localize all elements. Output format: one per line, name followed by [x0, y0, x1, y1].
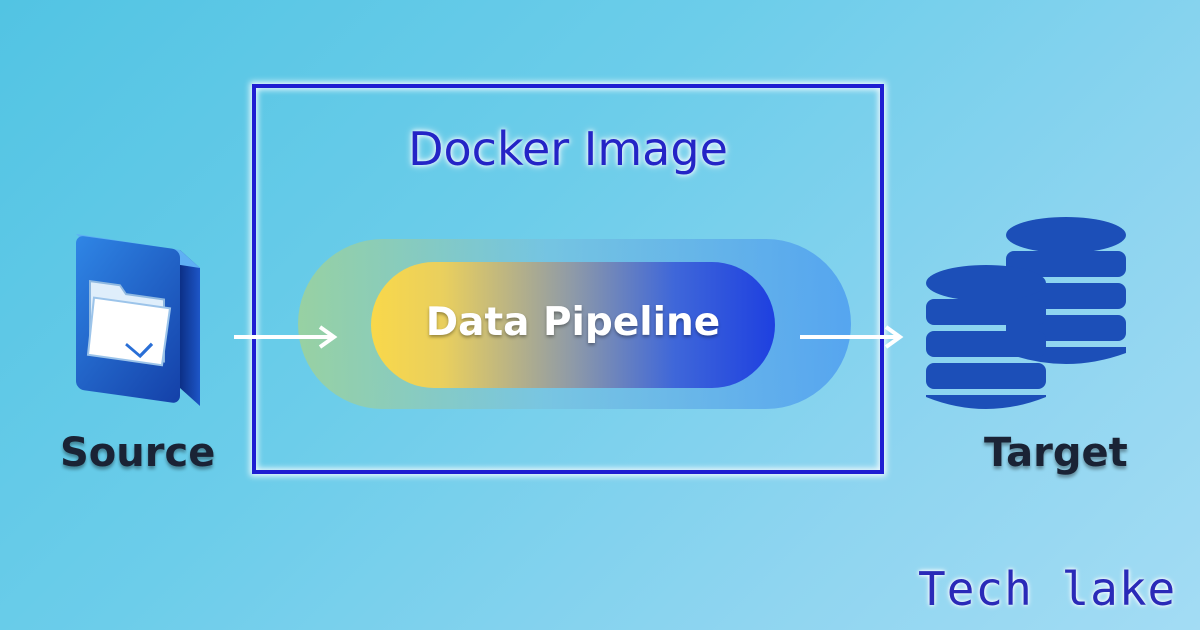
- data-pipeline-label: Data Pipeline: [425, 300, 721, 345]
- source-label: Source: [60, 430, 216, 476]
- arrow-right-icon: [800, 325, 904, 349]
- brand-watermark: Tech lake: [918, 562, 1177, 616]
- target-label: Target: [984, 430, 1128, 476]
- folder-file-icon: [76, 234, 200, 406]
- database-front: [926, 265, 1046, 409]
- tile-side: [180, 250, 200, 406]
- data-pipeline-node: [371, 262, 775, 388]
- docker-image-container: [252, 84, 884, 474]
- docker-image-title: Docker Image: [408, 122, 728, 176]
- database-stack-icon: [926, 217, 1126, 409]
- arrow-right-icon: [234, 325, 338, 349]
- folder-shape: [86, 279, 172, 367]
